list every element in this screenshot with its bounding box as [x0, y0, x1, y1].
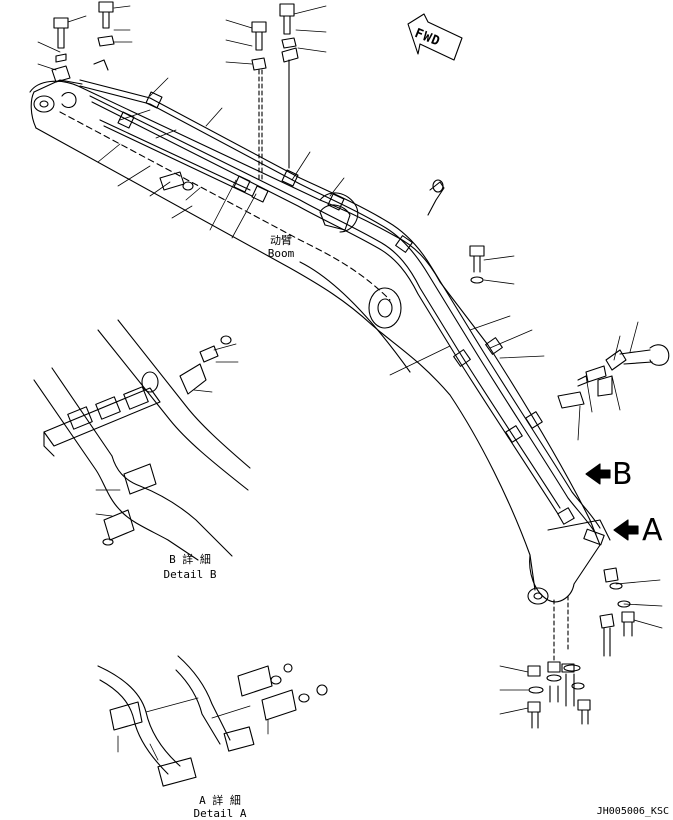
pipe-clamps: [117, 91, 605, 546]
boom-label-jp: 动臂: [270, 234, 292, 247]
view-arrow-a-label: A: [642, 513, 663, 548]
detail-b-title-jp: B 詳 細: [169, 553, 211, 566]
detail-b-title-en: Detail B: [163, 568, 217, 581]
fwd-direction-arrow: [407, 13, 463, 61]
detail-a-title-jp: A 詳 細: [199, 794, 241, 807]
detail-a-title-en: Detail A: [193, 807, 247, 820]
right-side-hardware: [469, 245, 670, 409]
leader-lines: [37, 5, 663, 715]
detail-b-drawing: [33, 319, 251, 561]
view-arrow-a: [613, 519, 639, 541]
boom-body: [29, 79, 611, 605]
hydraulic-pipes: [79, 79, 601, 535]
top-center-hardware: [251, 3, 299, 181]
boom-head-hardware: [527, 567, 635, 729]
top-left-hardware: [51, 1, 115, 83]
detail-b-leaders: [95, 343, 239, 517]
boom-label-en: Boom: [267, 247, 295, 260]
view-arrow-b: [585, 463, 611, 485]
boom-mid-hardware: [159, 171, 445, 216]
drawing-code: JH005006_KSC: [596, 806, 669, 817]
detail-a-leaders: [117, 697, 269, 761]
view-arrow-b-label: B: [612, 457, 633, 492]
detail-a-drawing: [97, 655, 328, 787]
